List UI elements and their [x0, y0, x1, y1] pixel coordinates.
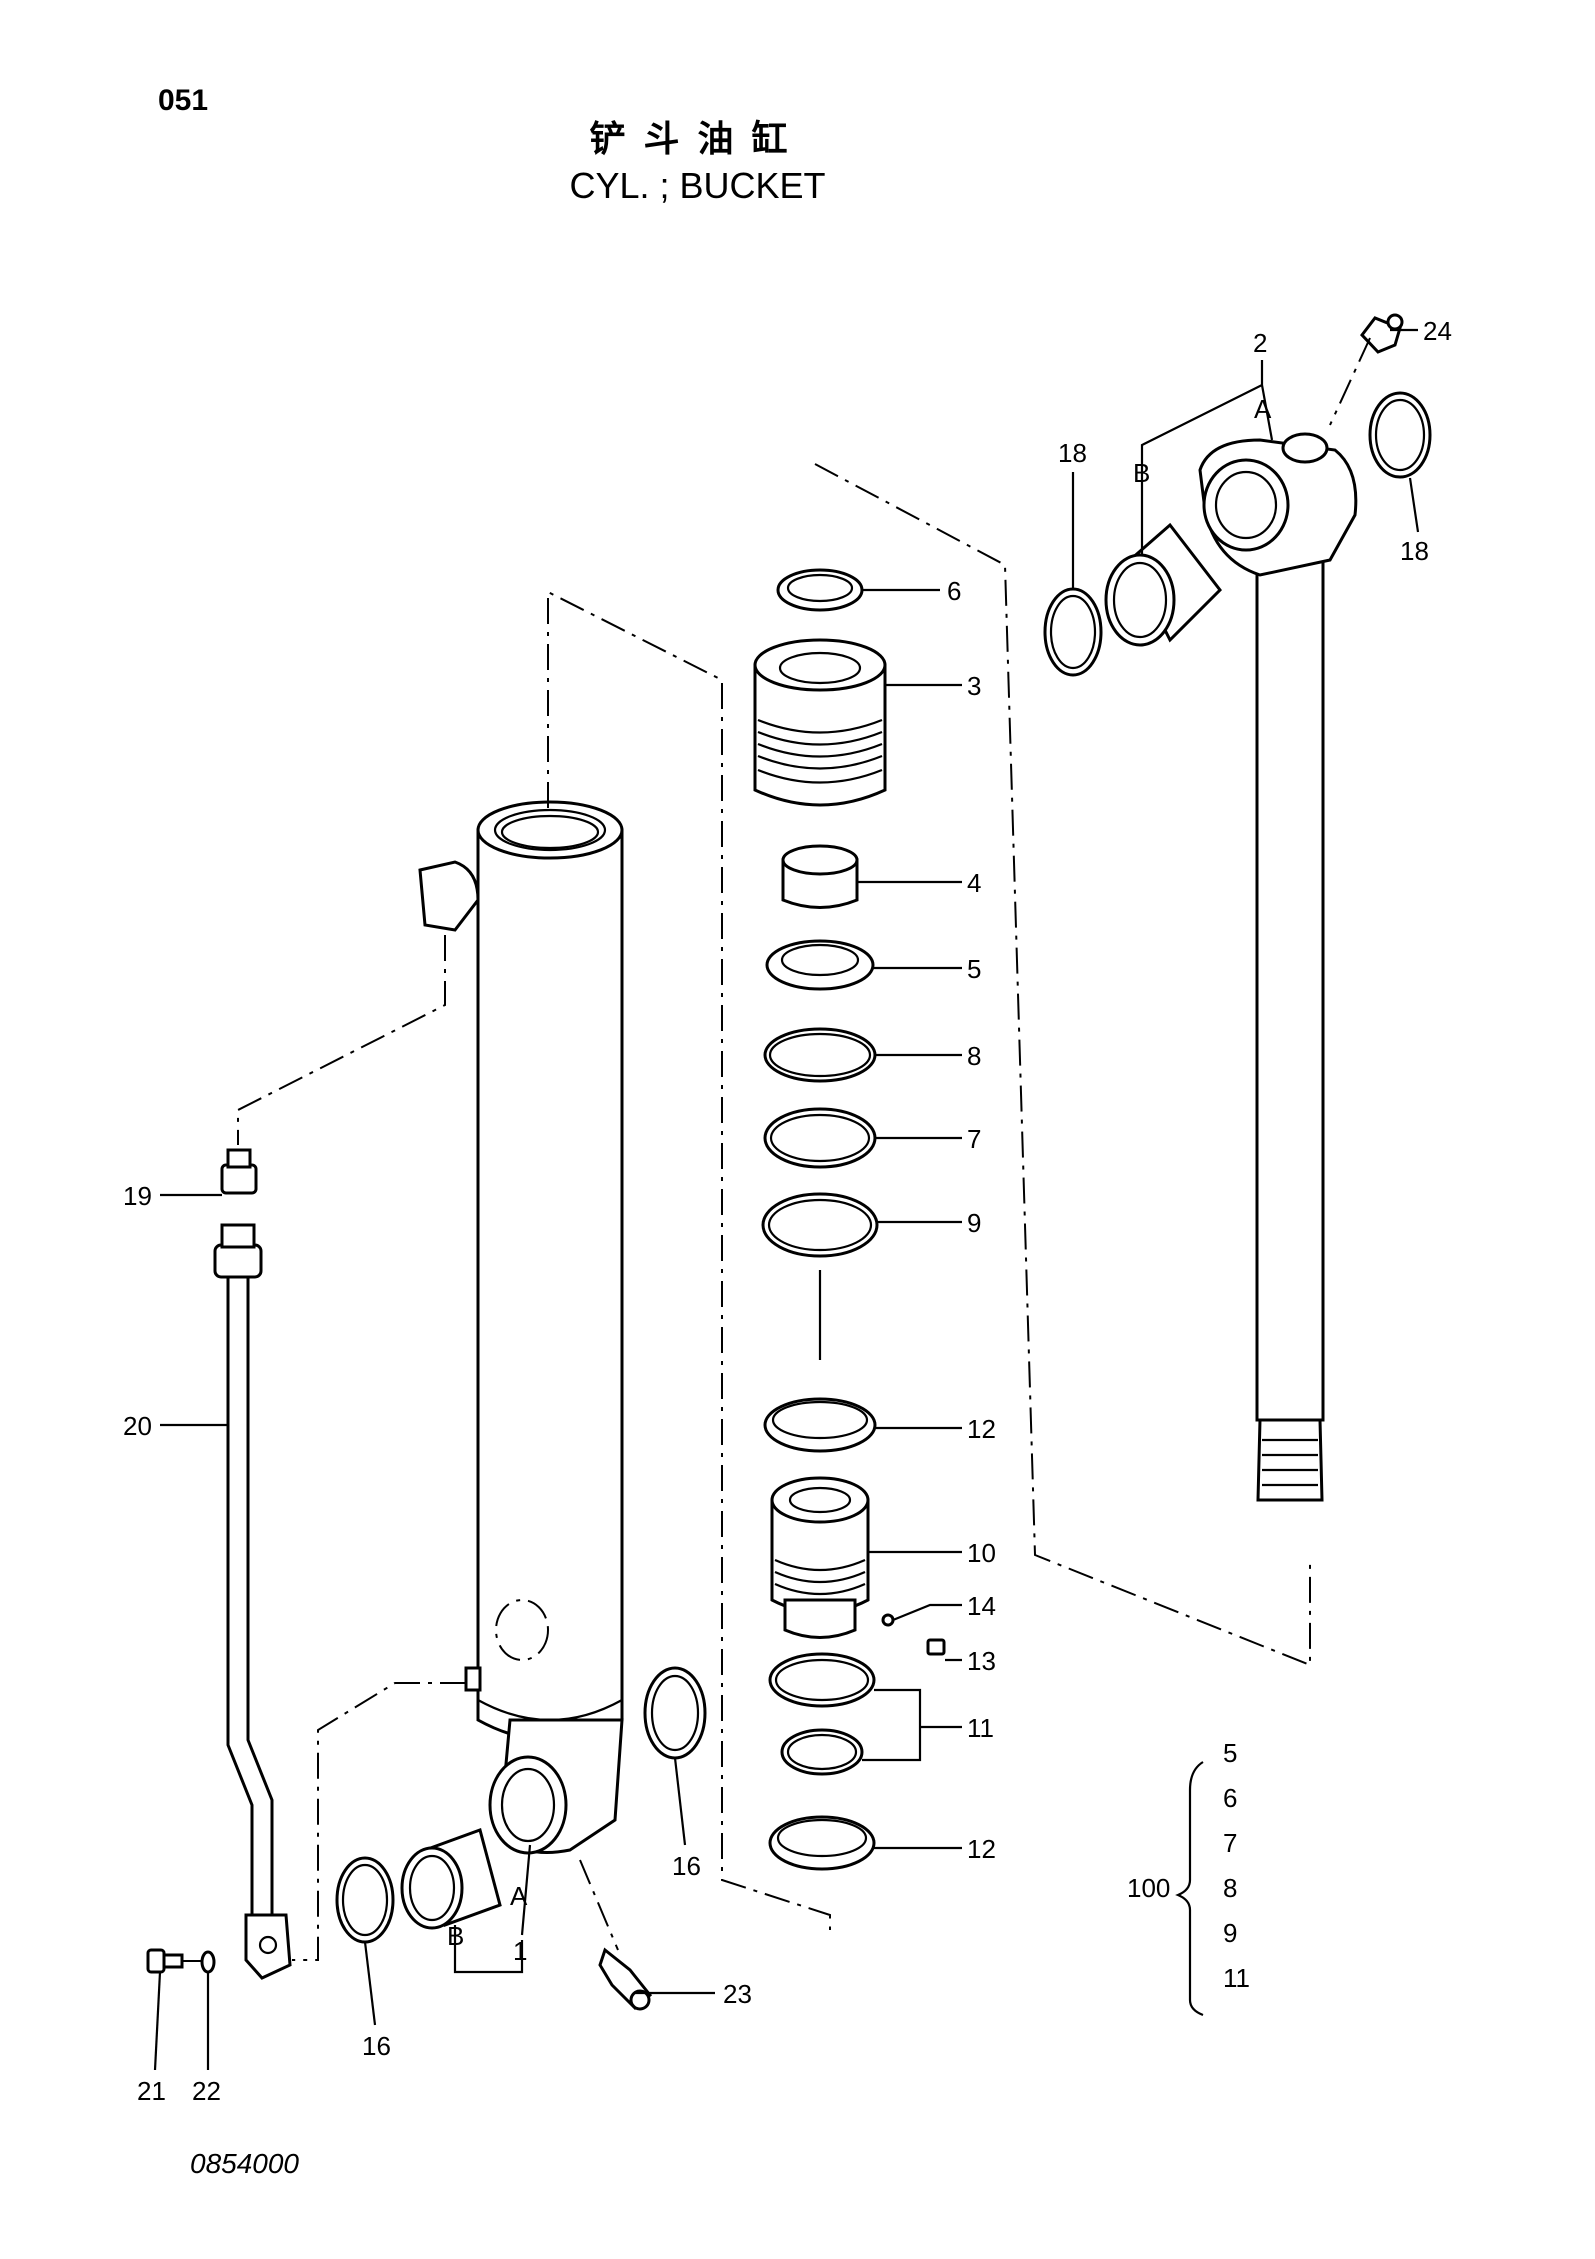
callout-3: 3 [967, 671, 981, 701]
grease-fitting-24 [1360, 313, 1404, 354]
kit-item-3: 7 [1223, 1828, 1237, 1858]
seal-16-left [335, 1856, 395, 1944]
part-11-ring-b [780, 1728, 864, 1776]
part-9 [761, 1192, 879, 1258]
callout-19: 19 [123, 1181, 152, 1211]
part-7 [763, 1107, 877, 1169]
part-5 [765, 939, 875, 991]
callout-6: 6 [947, 576, 961, 606]
seal-18-left [1043, 587, 1103, 677]
part-12-bottom [768, 1815, 876, 1871]
seal-18-right [1368, 391, 1432, 479]
bolt-21 [146, 1948, 184, 1974]
callout-a-top: A [1254, 394, 1272, 424]
callout-12-top: 12 [967, 1414, 996, 1444]
part-12-top [763, 1397, 877, 1453]
callout-18-right: 18 [1400, 536, 1429, 566]
part-11-ring-a [768, 1652, 876, 1708]
callout-b-bottom: B [447, 1921, 464, 1951]
piston-rod [1198, 432, 1358, 1502]
callout-labels: 6 3 4 5 8 7 9 12 10 14 13 11 12 23 16 16… [123, 316, 1452, 2106]
title-english-text: CYL. ; BUCKET [569, 165, 826, 206]
callout-10: 10 [967, 1538, 996, 1568]
page-code: 051 [158, 84, 209, 117]
callout-16-right: 16 [672, 1851, 701, 1881]
callout-12-bottom: 12 [967, 1834, 996, 1864]
kit-item-2: 6 [1223, 1783, 1237, 1813]
callout-13: 13 [967, 1646, 996, 1676]
part-8 [763, 1027, 877, 1083]
title-english: CYL. ; BUCKET [0, 165, 1595, 207]
assembly-lines [182, 337, 1371, 1962]
kit-item-1: 5 [1223, 1738, 1237, 1768]
bushing-top [1104, 522, 1222, 647]
callout-a-bottom: A [510, 1881, 528, 1911]
part-3-gland [753, 638, 887, 807]
title-chinese: 铲斗油缸 [0, 110, 1595, 162]
kit-item-6: 11 [1223, 1963, 1250, 1993]
leader-lines [153, 328, 1420, 2071]
callout-14: 14 [967, 1591, 996, 1621]
callout-16-left: 16 [362, 2031, 391, 2061]
drawing-number: 0854000 [190, 2148, 300, 2179]
callout-7: 7 [967, 1124, 981, 1154]
seal-16-right [643, 1666, 707, 1760]
kit-number: 100 [1127, 1873, 1170, 1903]
bushing-bottom [400, 1828, 502, 1930]
pipe-assembly [213, 1148, 292, 1980]
callout-11: 11 [967, 1713, 994, 1743]
part-13-screw [926, 1638, 946, 1656]
callout-4: 4 [967, 868, 981, 898]
callout-1: 1 [513, 1936, 527, 1966]
callout-21: 21 [137, 2076, 166, 2106]
washer-22 [200, 1950, 216, 1974]
kit-100-group: 100 5 6 7 8 9 11 [1127, 1738, 1250, 1993]
callout-18-left: 18 [1058, 438, 1087, 468]
callout-20: 20 [123, 1411, 152, 1441]
callout-5: 5 [967, 954, 981, 984]
part-14-ball [881, 1613, 895, 1627]
callout-9: 9 [967, 1208, 981, 1238]
callout-22: 22 [192, 2076, 221, 2106]
grease-fitting-23 [598, 1947, 653, 2011]
callout-23: 23 [723, 1979, 752, 2009]
cylinder-tube [418, 800, 624, 1855]
part-4-bushing [781, 844, 859, 909]
callout-2: 2 [1253, 328, 1267, 358]
kit-item-5: 9 [1223, 1918, 1237, 1948]
callout-8: 8 [967, 1041, 981, 1071]
title-chinese-text: 铲斗油缸 [589, 118, 806, 159]
kit-item-4: 8 [1223, 1873, 1237, 1903]
callout-b-top: B [1133, 458, 1150, 488]
callout-24: 24 [1423, 316, 1452, 346]
part-10-piston [770, 1476, 870, 1639]
